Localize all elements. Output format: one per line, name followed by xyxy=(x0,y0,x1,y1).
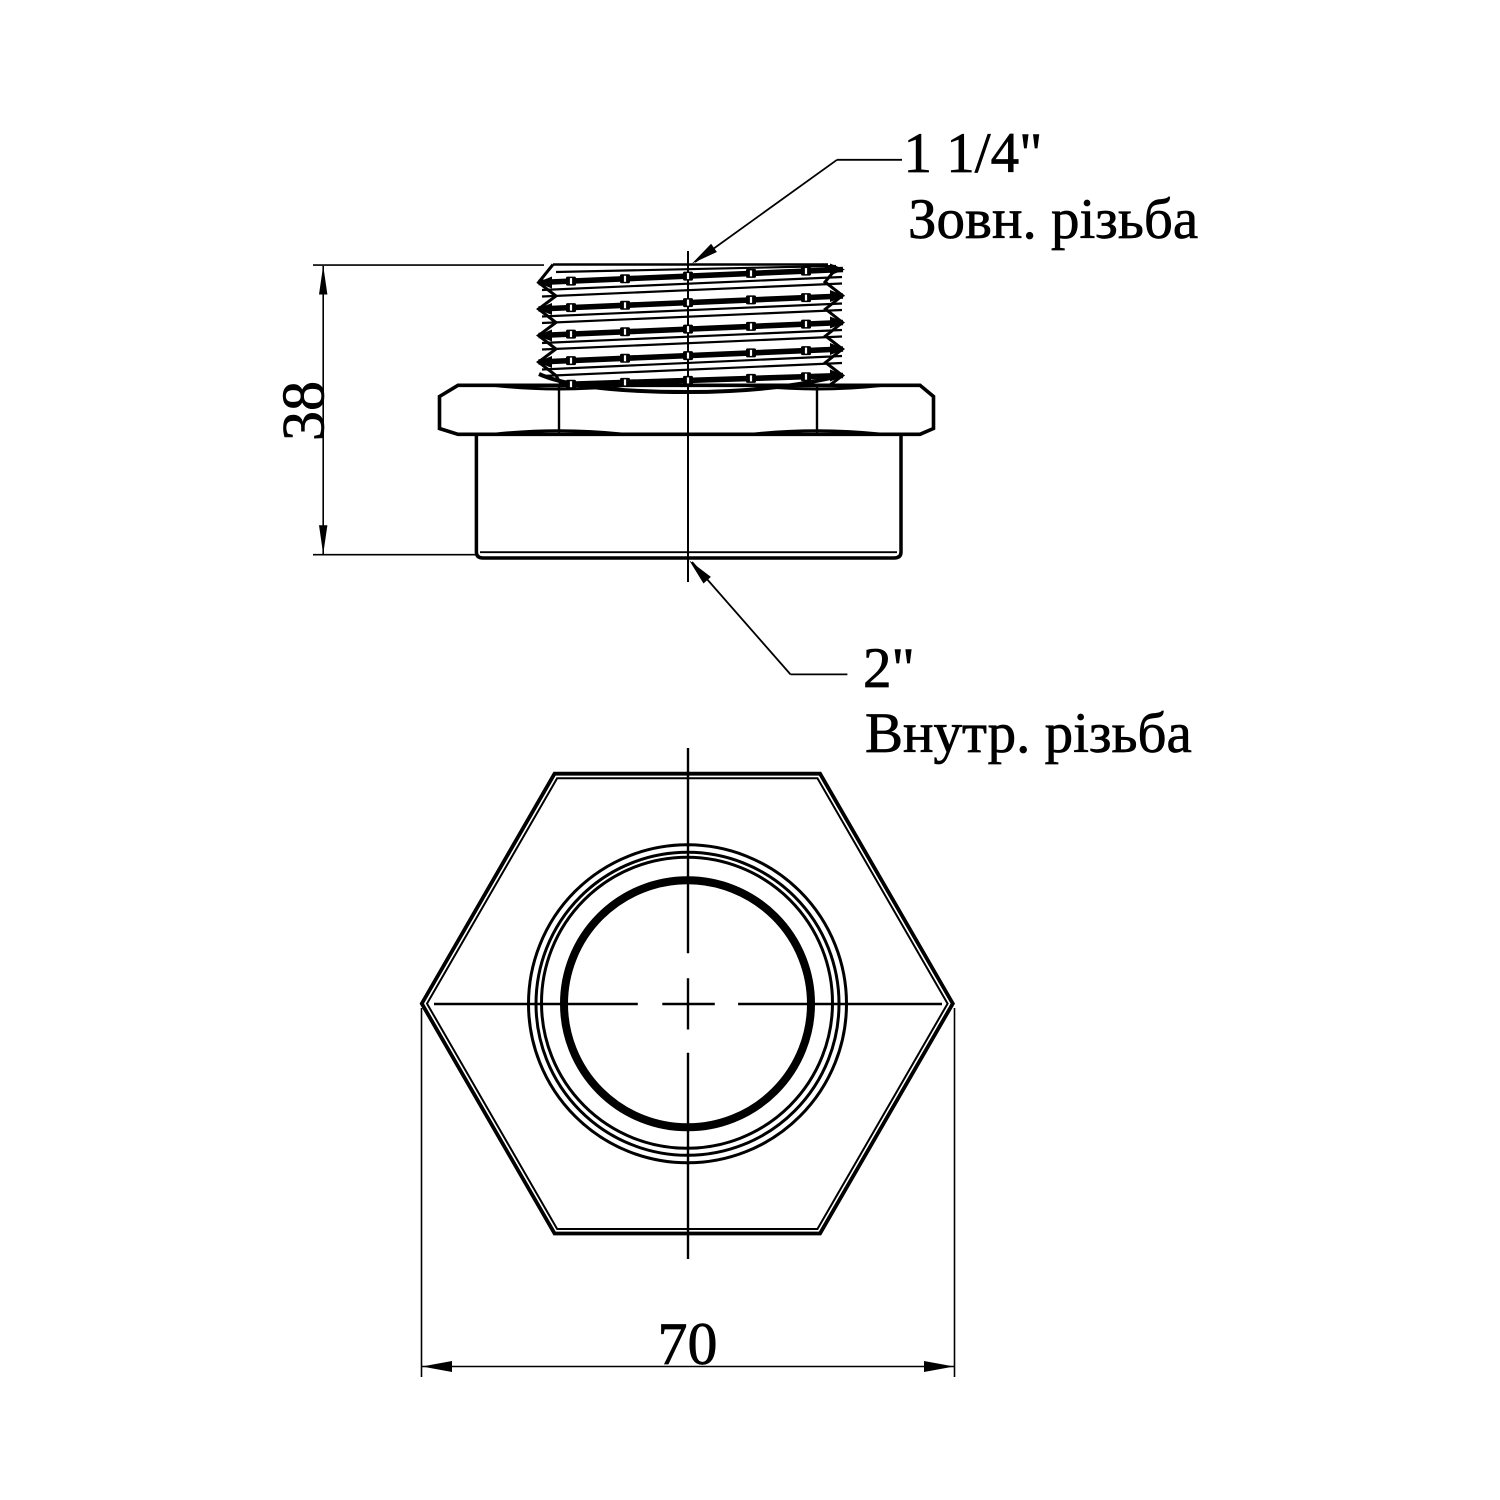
svg-text:Внутр. різьба: Внутр. різьба xyxy=(865,702,1192,765)
svg-text:2": 2" xyxy=(863,637,915,700)
svg-text:Зовн. різьба: Зовн. різьба xyxy=(908,188,1198,251)
svg-text:38: 38 xyxy=(271,381,337,441)
svg-text:70: 70 xyxy=(658,1311,718,1377)
svg-text:1 1/4": 1 1/4" xyxy=(904,122,1043,185)
